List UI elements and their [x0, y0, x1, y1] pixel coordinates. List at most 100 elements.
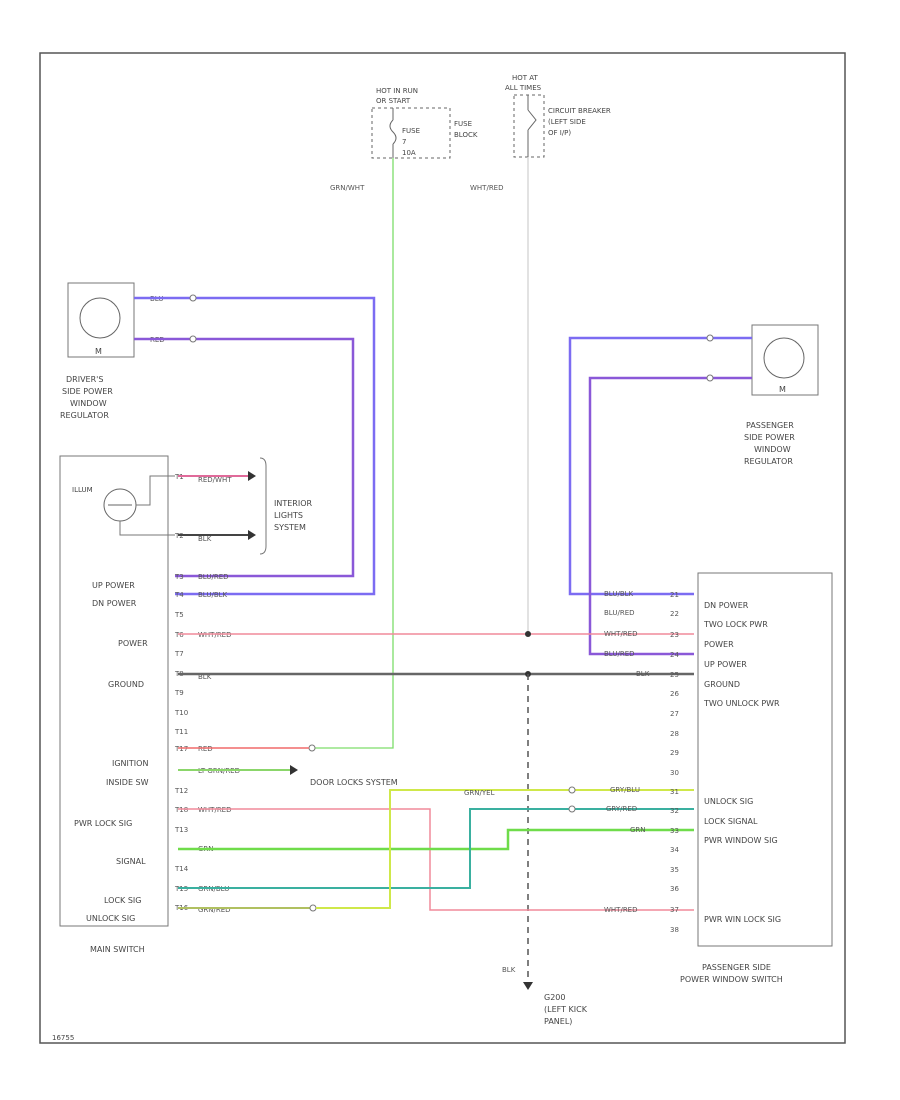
driver-regulator-caption-2: SIDE POWER	[62, 387, 113, 396]
ms-pin: T9	[174, 689, 184, 697]
ps-pin: 32	[670, 807, 679, 815]
ps-label-ground: GROUND	[704, 680, 740, 689]
breaker-symbol-icon	[527, 109, 537, 131]
ground-ref-line-2: PANEL)	[544, 1017, 572, 1026]
ps-pin: 23	[670, 631, 679, 639]
ms-label-lock-sig: LOCK SIG	[104, 896, 141, 905]
ps-pin: 29	[670, 749, 679, 757]
wire-label-ground-drop: BLK	[502, 966, 516, 974]
ms-label-unlock-sig: UNLOCK SIG	[86, 914, 135, 923]
interior-lights-line-1: INTERIOR	[274, 499, 313, 508]
ms-pin: T5	[174, 611, 184, 619]
wire-label-grn-yel: GRN/YEL	[464, 789, 495, 797]
fuse-hot-label-1: HOT IN RUN	[376, 87, 418, 95]
wire-lock-sig	[178, 808, 694, 889]
ps-label-two-unlock-pwr: TWO UNLOCK PWR	[703, 699, 780, 708]
driver-motor-icon	[79, 297, 121, 339]
wire-label-power: WHT/RED	[198, 631, 232, 639]
passenger-regulator-box	[751, 324, 819, 396]
fuse-block-box	[371, 107, 451, 159]
driver-regulator: M DRIVER'S SIDE POWER WINDOW REGULATOR	[60, 282, 135, 420]
main-switch: ILLUM UP POWER DN POWER POWER GROUND IGN…	[59, 455, 189, 954]
interior-lights-line-3: SYSTEM	[274, 523, 306, 532]
ps-pin: 34	[670, 846, 679, 854]
ps-label-dn-power: DN POWER	[704, 601, 749, 610]
wire-label-p-up: BLU/RED	[604, 609, 635, 617]
ms-pin: T11	[174, 728, 188, 736]
interior-lights-bracket	[259, 457, 267, 555]
driver-regulator-box	[67, 282, 135, 358]
breaker-hot-label-2: ALL TIMES	[505, 84, 542, 92]
ps-label-pwr-win-lock-sig: PWR WIN LOCK SIG	[704, 915, 781, 924]
ground-ref-id: G200	[544, 993, 565, 1002]
wire-label-fuse-out: GRN/WHT	[330, 184, 365, 192]
ps-pin: 30	[670, 769, 679, 777]
wire-label-p-pwrunlock: WHT/RED	[604, 906, 638, 914]
ms-pin: T6	[174, 631, 184, 639]
arrow-door-locks-icon	[290, 765, 298, 775]
arrow-illum-top-icon	[248, 471, 256, 481]
fuse-block-label-1: FUSE	[454, 120, 472, 128]
ms-label-power: POWER	[118, 639, 148, 648]
connector-drv-reg-bottom	[189, 335, 197, 343]
ms-pin: T17	[174, 745, 188, 753]
wire-label-p-pwrwin: GRN	[630, 826, 646, 834]
ms-pin: T7	[174, 650, 184, 658]
ps-pin: 27	[670, 710, 679, 718]
breaker-box	[513, 94, 545, 158]
wire-grn-yel	[316, 789, 694, 909]
ps-pin: 28	[670, 730, 679, 738]
main-switch-box	[59, 455, 169, 927]
ps-pin: 35	[670, 866, 679, 874]
wire-label-dn-power: BLU/BLK	[198, 591, 228, 599]
passenger-regulator-caption-2: SIDE POWER	[744, 433, 795, 442]
illum-wire-top	[136, 475, 175, 506]
ms-label-ground: GROUND	[108, 680, 144, 689]
passenger-motor-icon	[763, 337, 805, 379]
ground-ref-line-1: (LEFT KICK	[544, 1005, 588, 1014]
breaker-hot-label-1: HOT AT	[512, 74, 539, 82]
wire-passenger-up-power	[588, 376, 752, 656]
connector-unlock-sig	[309, 904, 317, 912]
wire-passenger-dn-power	[568, 336, 752, 596]
passenger-regulator-caption-3: WINDOW	[754, 445, 791, 454]
ps-pin: 21	[670, 591, 679, 599]
wire-label-ignition: RED	[198, 745, 213, 753]
wire-driver-dn-power	[134, 296, 376, 596]
ms-label-ignition: IGNITION	[112, 759, 148, 768]
wire-label-p-dn: BLU/BLK	[604, 590, 634, 598]
driver-regulator-caption-4: REGULATOR	[60, 411, 109, 420]
breaker-label-1: CIRCUIT BREAKER	[548, 107, 611, 115]
ps-label-lock-signal: LOCK SIGNAL	[704, 817, 758, 826]
ps-label-unlock-sig: UNLOCK SIG	[704, 797, 753, 806]
driver-motor-label: M	[95, 347, 102, 356]
wire-label-illum-top: RED/WHT	[198, 476, 232, 484]
ms-pin: T12	[174, 787, 188, 795]
ms-pin: T4	[174, 591, 184, 599]
fuse-hot-label-2: OR START	[376, 97, 411, 105]
ms-label-inside-sw: INSIDE SW	[106, 778, 149, 787]
circuit-breaker: HOT AT ALL TIMES CIRCUIT BREAKER (LEFT S…	[505, 74, 611, 158]
illum-label: ILLUM	[72, 486, 93, 494]
ps-pin: 24	[670, 651, 679, 659]
connector-pass-reg-top	[706, 334, 714, 342]
diagram-frame	[39, 52, 846, 1044]
driver-regulator-caption-3: WINDOW	[70, 399, 107, 408]
wire-label-illum-bottom: BLK	[198, 535, 212, 543]
figure-id: 16755	[52, 1034, 74, 1042]
wire-signal	[178, 828, 694, 851]
ms-label-signal: SIGNAL	[116, 857, 146, 866]
fuse-number: 7	[402, 138, 406, 146]
ps-pin: 36	[670, 885, 679, 893]
ps-pin: 25	[670, 671, 679, 679]
wire-pwr-lock-sig	[178, 808, 694, 911]
ps-label-power: POWER	[704, 640, 734, 649]
ms-label-pwr-lock-sig: PWR LOCK SIG	[74, 819, 132, 828]
breaker-label-2: (LEFT SIDE	[548, 118, 586, 126]
wire-label-up-power: BLU/RED	[198, 573, 229, 581]
connector-pass-reg-bottom	[706, 374, 714, 382]
wire-label-p-power: WHT/RED	[604, 630, 638, 638]
interior-lights-line-2: LIGHTS	[274, 511, 303, 520]
